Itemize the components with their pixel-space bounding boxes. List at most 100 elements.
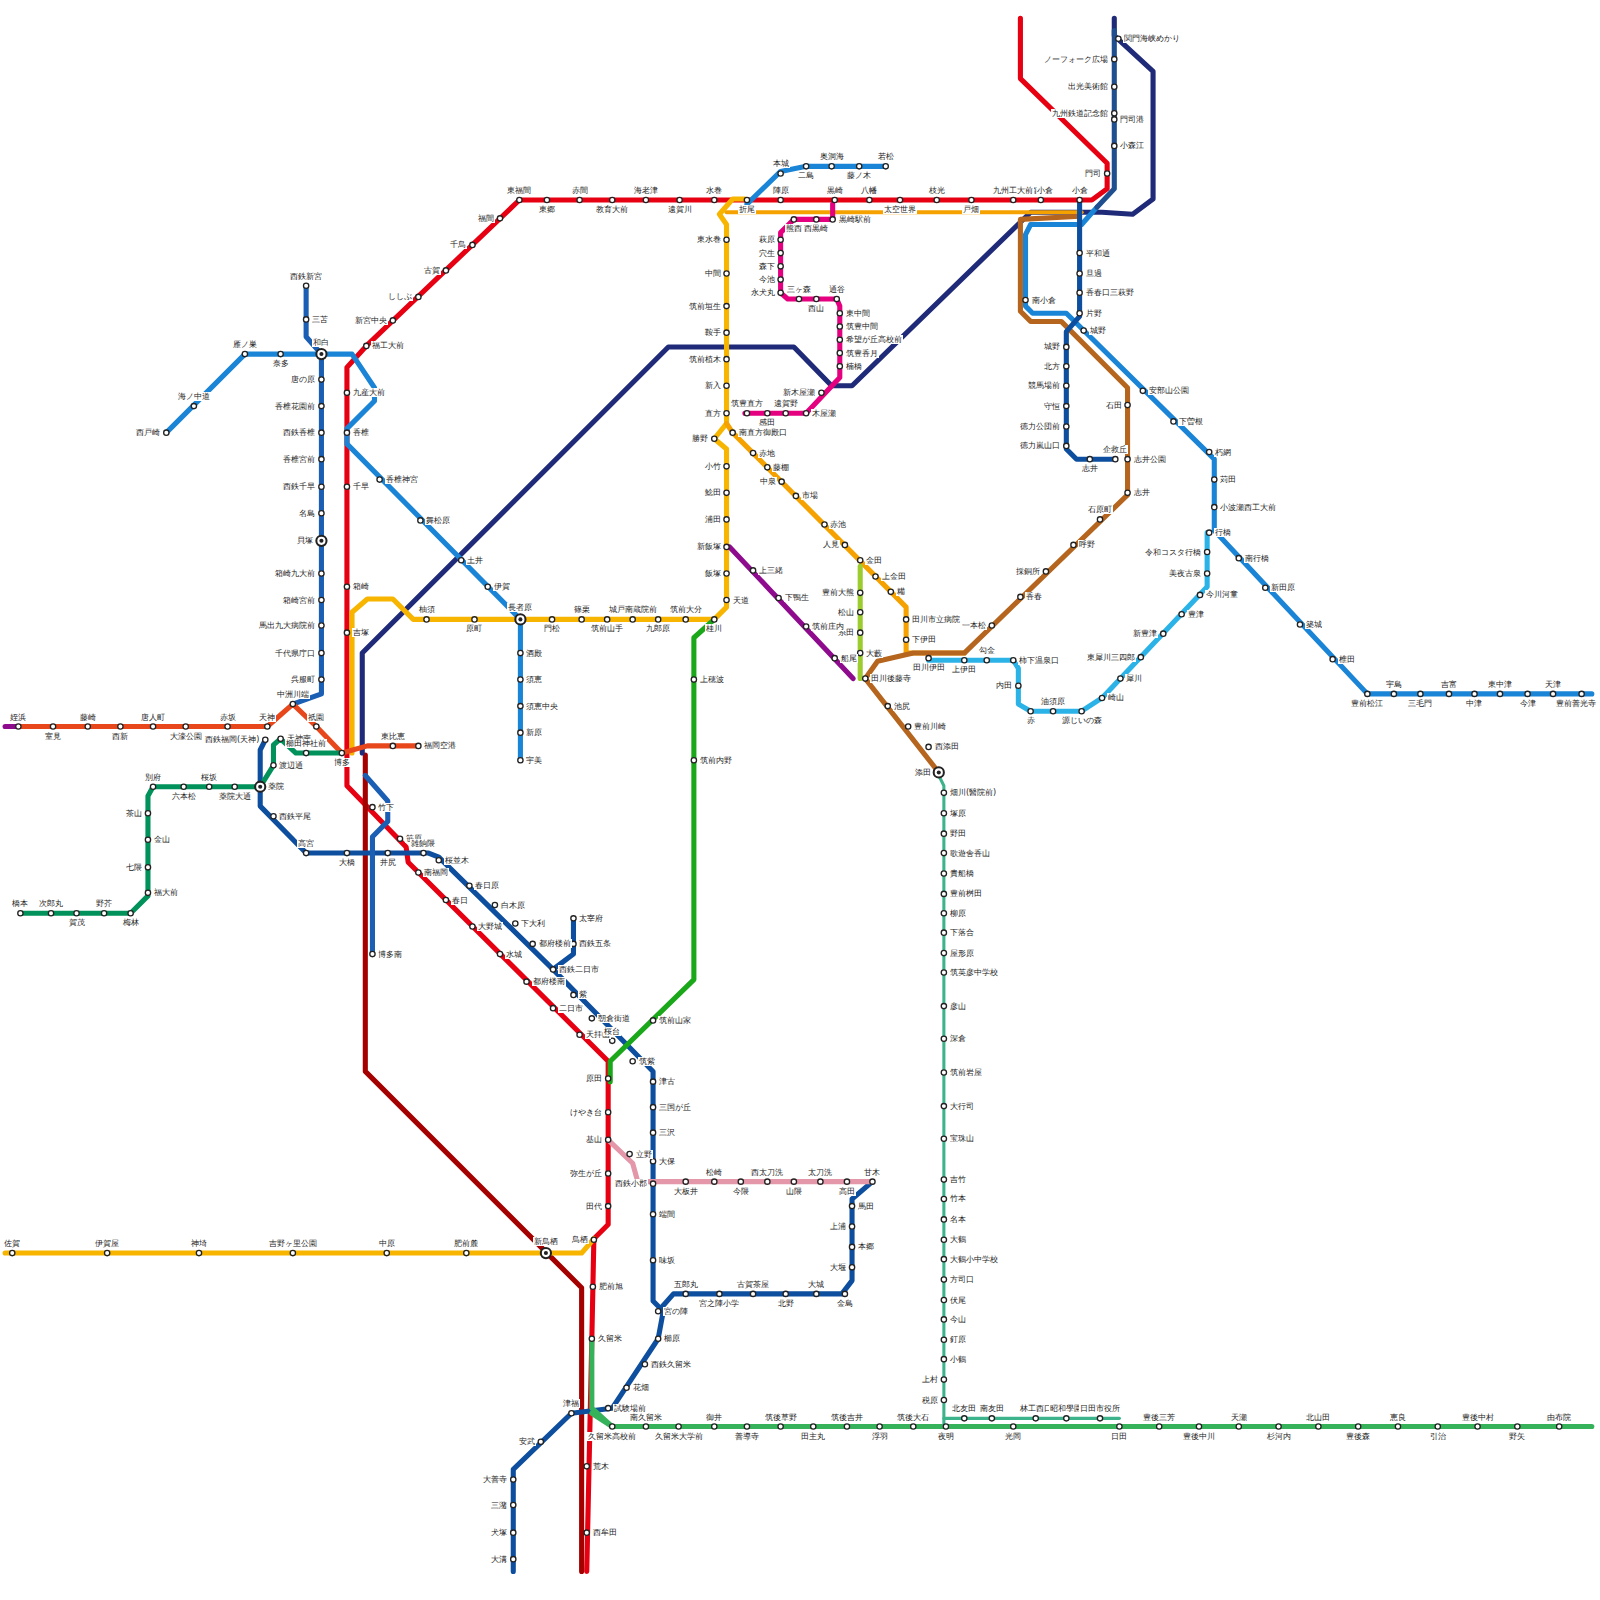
station-label: 陣原 <box>772 186 790 195</box>
station-dot <box>128 911 133 916</box>
station-dot <box>744 1424 749 1429</box>
station-label: 美夜古泉 <box>1168 569 1202 578</box>
station-dot <box>738 1179 743 1184</box>
station-label: 西鉄久留米 <box>650 1360 692 1369</box>
station-dot <box>1050 709 1055 714</box>
station-dot <box>1097 1416 1102 1421</box>
station-label: 希望が丘高校前 <box>845 335 903 344</box>
station-dot <box>485 584 490 589</box>
station-label: 櫛原 <box>663 1334 681 1343</box>
station-label: 門松 <box>543 624 561 633</box>
station-dot <box>778 1424 783 1429</box>
station-dot <box>941 1217 946 1222</box>
station-label: 立野 <box>635 1150 653 1159</box>
station-dot <box>470 242 475 247</box>
station-dot <box>941 911 946 916</box>
station-label: 東郷 <box>538 205 556 214</box>
station-dot <box>1077 290 1082 295</box>
station-dot <box>744 411 749 416</box>
station-label: 筑後大石 <box>896 1413 930 1422</box>
station-label: 梅林 <box>122 918 140 927</box>
station-dot <box>1117 1424 1122 1429</box>
station-label: 長者原 <box>507 603 533 612</box>
station-label: 伊賀 <box>493 582 511 591</box>
station-label: 紫 <box>578 990 588 999</box>
station-dot <box>765 465 770 470</box>
station-label: 福大前 <box>153 888 179 897</box>
station-label: 海ノ中道 <box>177 392 211 401</box>
station-dot <box>941 1003 946 1008</box>
station-label: 唐の原 <box>290 375 316 384</box>
station-dot <box>989 1416 994 1421</box>
station-dot <box>104 1250 109 1255</box>
station-label: 唐人町 <box>140 713 166 722</box>
station-label: 別府 <box>144 773 162 782</box>
wakamatsu-line <box>747 166 886 204</box>
station-label: 新田原 <box>1270 583 1296 592</box>
station-label: 西戸崎 <box>135 428 161 437</box>
station-dot <box>903 617 908 622</box>
chikuho-electric <box>745 204 840 413</box>
station-label: 二島 <box>797 171 815 180</box>
station-dot <box>1525 691 1530 696</box>
station-dot <box>550 967 555 972</box>
station-dot <box>589 1336 594 1341</box>
station-label: 城野 <box>1043 342 1061 351</box>
station-dot <box>1140 388 1145 393</box>
station-dot <box>515 614 525 624</box>
station-dot <box>650 1258 655 1263</box>
station-label: 今川河童 <box>1205 590 1239 599</box>
station-dot <box>858 590 863 595</box>
station-dot <box>724 303 729 308</box>
station-dot <box>1064 443 1069 448</box>
station-label: 松山 <box>837 608 855 617</box>
station-dot <box>712 436 717 441</box>
station-dot <box>642 1362 647 1367</box>
station-label: 旦過 <box>1085 269 1103 278</box>
station-dot <box>941 1357 946 1362</box>
station-label: 添田 <box>914 768 932 777</box>
station-label: 永犬丸 <box>750 288 776 297</box>
station-dot <box>1077 311 1082 316</box>
station-dot <box>344 584 349 589</box>
station-dot <box>339 750 344 755</box>
station-dot <box>724 571 729 576</box>
station-dot <box>941 1177 946 1182</box>
station-dot <box>650 1130 655 1135</box>
station-dot <box>377 477 382 482</box>
station-dot <box>744 197 749 202</box>
station-dot <box>842 1291 847 1296</box>
station-dot <box>791 217 796 222</box>
station-label: 藤ノ木 <box>846 171 872 180</box>
station-label: 折尾 <box>738 205 756 214</box>
station-label: 天津 <box>1544 680 1562 689</box>
station-label: 肥前旭 <box>598 1282 624 1291</box>
station-label: 鞍手 <box>704 328 722 337</box>
station-dot <box>803 164 808 169</box>
station-label: 東中間 <box>845 309 871 318</box>
station-dot <box>319 677 324 682</box>
station-dot <box>858 630 863 635</box>
station-dot <box>811 1424 816 1429</box>
station-dot <box>1064 383 1069 388</box>
station-label: 南友田 <box>979 1404 1005 1413</box>
station-dot <box>1365 691 1370 696</box>
station-dot <box>857 164 862 169</box>
station-label: 荒木 <box>592 1462 610 1471</box>
station-dot <box>150 724 155 729</box>
station-dot <box>724 271 729 276</box>
station-dot <box>518 650 523 655</box>
station-label: 感田 <box>758 418 776 427</box>
station-label: 夜明 <box>937 1432 955 1441</box>
station-label: 姪浜 <box>9 713 27 722</box>
station-dot <box>863 676 868 681</box>
station-label: 枝光 <box>928 186 946 195</box>
station-dot <box>290 1250 295 1255</box>
station-label: 苅田 <box>1219 475 1237 484</box>
station-label: 筑前大分 <box>669 605 703 614</box>
station-label: 酒殿 <box>525 649 543 658</box>
station-dot <box>1557 1424 1562 1429</box>
station-label: 山隈 <box>785 1187 803 1196</box>
station-label: 新飯塚 <box>696 542 722 551</box>
station-label: 若松 <box>877 152 895 161</box>
